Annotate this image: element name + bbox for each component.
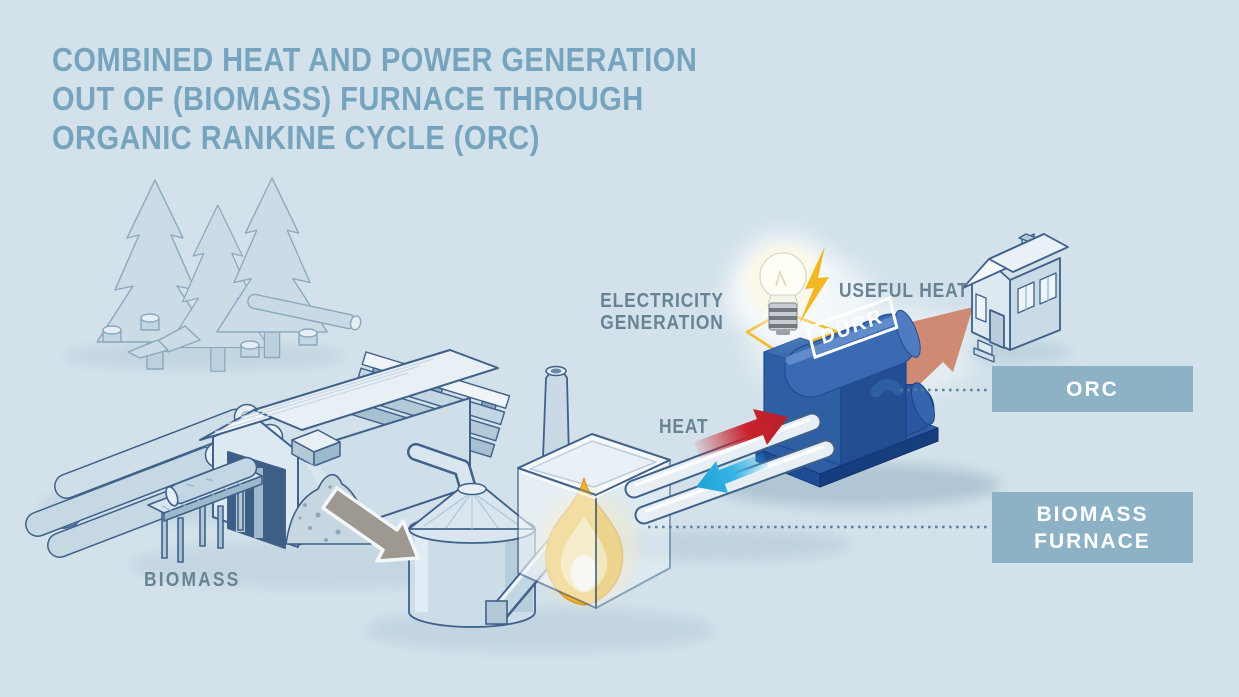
cold-flow-arrow-icon (696, 453, 769, 493)
log-on-conveyor-icon (165, 456, 258, 507)
house-door (989, 309, 1005, 349)
callout-leader-lines (648, 388, 990, 529)
biomass-furnace-callout-box: BIOMASS FURNACE (992, 492, 1193, 563)
sawmill-roof-right (253, 349, 499, 431)
orc-callout-box: ORC (992, 366, 1193, 412)
title-line: ORGANIC RANKINE CYCLE (ORC) (52, 119, 540, 156)
biomass-arrow-icon (321, 486, 420, 563)
electricity-generation-label: ELECTRICITY GENERATION (600, 290, 724, 334)
chimney (542, 365, 570, 459)
title-line: OUT OF (BIOMASS) FURNACE THROUGH (52, 80, 644, 117)
fallen-log-icon (247, 293, 362, 331)
title-line: COMBINED HEAT AND POWER GENERATION (52, 41, 698, 78)
house-steps (973, 339, 995, 363)
house-windows (975, 272, 1057, 323)
sawmill-chute (291, 429, 341, 467)
silo-illustration (407, 443, 536, 628)
page-title: COMBINED HEAT AND POWER GENERATION OUT O… (52, 40, 697, 157)
house-illustration (962, 233, 1069, 363)
furnace-illustration (517, 365, 671, 609)
useful-heat-label: USEFUL HEAT (839, 280, 969, 302)
biomass-label: BIOMASS (144, 569, 241, 591)
heat-label: HEAT (659, 416, 709, 438)
pine-tree-icon (216, 177, 328, 359)
hot-flow-arrow-icon (694, 409, 788, 458)
lightning-bolt-icon (799, 246, 829, 324)
tree-stump-icon (102, 313, 318, 358)
fallen-branch-icon (127, 339, 169, 359)
orc-machine-illustration (755, 309, 939, 488)
conveyor-illustration (147, 456, 263, 563)
top-cylinder (784, 309, 921, 398)
house-roof-right (988, 233, 1069, 273)
forest-illustration (96, 177, 362, 372)
